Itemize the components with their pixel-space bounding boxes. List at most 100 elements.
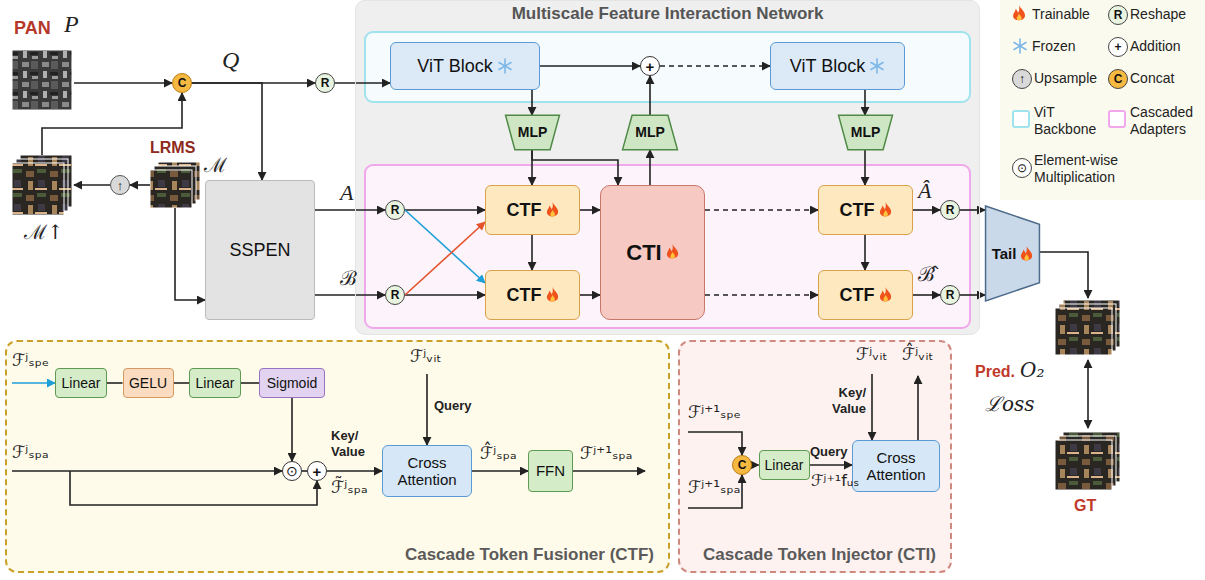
sigmoid-layer: Sigmoid	[259, 368, 325, 398]
flame-icon	[1020, 246, 1033, 262]
box-content: MLP	[635, 124, 665, 140]
box-label: ViT Block	[417, 56, 492, 77]
box-label: R	[946, 289, 955, 301]
port-name: Query	[434, 398, 472, 414]
mlp-block: MLP	[838, 115, 893, 150]
connector	[405, 210, 485, 283]
panel-heading: Cascade Token Injector (CTI)	[703, 545, 936, 565]
box-content: CTI	[626, 240, 678, 265]
connector	[864, 235, 866, 270]
output-name: Pred.	[975, 362, 1015, 381]
port-name: Key/ Value	[822, 385, 866, 416]
legend-symbol: ⊙	[1012, 158, 1032, 178]
box-content: CTF	[840, 200, 892, 221]
ffn-layer: FFN	[528, 450, 573, 492]
box-label: Sigmoid	[267, 375, 318, 391]
flame-icon	[879, 202, 892, 218]
ctf-block: CTF	[485, 185, 580, 235]
box-label: ↑	[117, 179, 124, 192]
network-panel: Multiscale Feature Interaction NetworkVi…	[355, 0, 980, 335]
math-symbol: ℳ↑	[24, 220, 64, 244]
connector	[531, 90, 533, 115]
math-symbol: ℱʲ⁺¹ₛₚₑ	[688, 402, 741, 422]
math-symbol: ℱʲ⁺¹ₛₚₐ	[688, 477, 740, 497]
connector	[174, 382, 190, 384]
legend-text: Addition	[1130, 38, 1181, 55]
connector	[405, 222, 485, 295]
box-content: +	[313, 464, 322, 479]
box-label: Linear	[196, 375, 235, 391]
connector	[960, 294, 985, 296]
ctf-block: CTF	[485, 270, 580, 320]
legend-swatch	[1108, 110, 1126, 128]
concat-node: C	[172, 73, 192, 93]
box-content: R	[391, 204, 400, 216]
math-symbol: ℱʲ⁺¹ₛₚₐ	[580, 443, 632, 463]
input-name: LRMS	[150, 138, 195, 157]
snowflake-icon	[497, 58, 513, 74]
cti-block: CTI	[600, 185, 705, 320]
box-label: Linear	[62, 375, 101, 391]
box-label: CTF	[507, 200, 542, 221]
connector	[107, 382, 123, 384]
box-label: R	[391, 204, 400, 216]
addition-node: +	[307, 461, 327, 481]
math-symbol: ℱ̂ʲᵥᵢₜ	[902, 344, 933, 364]
box-label: CTF	[840, 285, 875, 306]
legend-text: Concat	[1130, 70, 1174, 87]
connector	[649, 76, 651, 115]
connector	[580, 209, 600, 211]
panel-heading: Cascade Token Fusioner (CTF)	[405, 545, 654, 565]
box-content: R	[321, 77, 330, 89]
box-label: GELU	[129, 375, 167, 391]
connector	[705, 294, 818, 296]
math-symbol: ℱʲₛₚₐ	[12, 442, 49, 462]
box-content: MLP	[851, 124, 881, 140]
connector	[291, 398, 293, 461]
box-content: ViT Block	[417, 56, 512, 77]
math-symbol: ℬ̂	[918, 262, 935, 286]
sspen-block: SSPEN	[205, 180, 315, 320]
reshape-node: R	[315, 73, 335, 93]
trainable-icon	[1020, 246, 1033, 262]
box-content: Tail	[992, 245, 1034, 262]
box-label: Cross Attention	[859, 449, 933, 484]
legend-symbol: R	[1108, 5, 1128, 25]
box-label: MLP	[635, 124, 665, 140]
connector	[705, 209, 818, 211]
trainable-icon	[666, 244, 679, 260]
connector	[913, 209, 940, 211]
box-content: SSPEN	[229, 240, 290, 261]
gelu-layer: GELU	[123, 368, 174, 398]
mlp-block: MLP	[505, 115, 560, 150]
legend-symbol: +	[1108, 37, 1128, 57]
loss-label: ℒoss	[985, 392, 1035, 416]
flame-icon	[546, 202, 559, 218]
snowflake-icon	[869, 58, 885, 74]
trainable-icon	[546, 202, 559, 218]
math-symbol: ℱ̂ʲₛₚₐ	[480, 443, 517, 463]
box-content: R	[946, 289, 955, 301]
vit-block: ViT Block	[770, 42, 905, 90]
panel-heading: Multiscale Feature Interaction Network	[356, 4, 979, 24]
math-symbol: ℬ	[340, 266, 357, 290]
cross-attention-block: Cross Attention	[852, 440, 940, 492]
reshape-node: R	[940, 285, 960, 305]
box-label: ⊙	[286, 464, 298, 478]
mlp-block: MLP	[622, 115, 678, 150]
math-symbol: O₂	[1020, 358, 1044, 382]
box-label: ViT Block	[790, 56, 865, 77]
box-content: R	[946, 204, 955, 216]
box-content: Linear	[196, 375, 235, 391]
connector	[405, 294, 485, 296]
box-content: CTF	[507, 200, 559, 221]
connector	[335, 82, 390, 84]
box-content: CTF	[507, 285, 559, 306]
legend-text: Reshape	[1130, 6, 1186, 23]
input-name: PAN	[14, 18, 51, 40]
math-symbol: P	[64, 10, 79, 39]
box-label: Cross Attention	[388, 454, 466, 489]
math-symbol: Q	[222, 46, 239, 75]
connector	[531, 235, 533, 270]
